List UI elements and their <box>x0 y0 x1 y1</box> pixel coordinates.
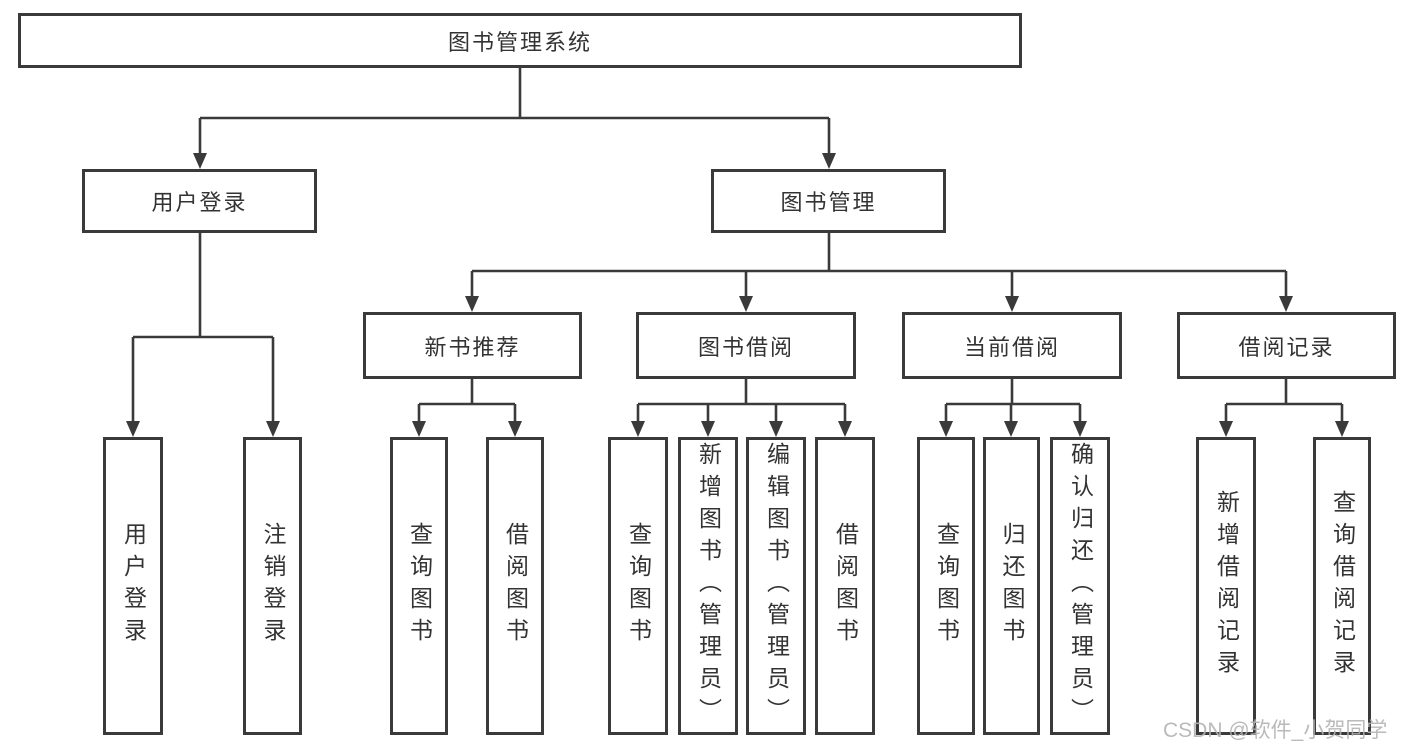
leaf-label: 编辑图书（管理员） <box>763 442 790 730</box>
node-borrow-records: 借阅记录 <box>1177 312 1396 379</box>
leaf-label: 借阅图书 <box>832 522 859 650</box>
node-user-login: 用户登录 <box>82 169 317 233</box>
leaf-query-books-current: 查询图书 <box>917 437 975 735</box>
leaf-label: 注销登录 <box>260 522 286 650</box>
leaf-borrow-books: 借阅图书 <box>815 437 875 735</box>
leaf-label: 查询借阅记录 <box>1329 490 1356 682</box>
connector-book-management-to-level2 <box>465 233 1293 312</box>
node-new-book-recommend: 新书推荐 <box>363 312 582 379</box>
connector-borrow-records-to-leaves <box>1219 379 1349 437</box>
node-book-management: 图书管理 <box>711 169 946 233</box>
leaf-user-login: 用户登录 <box>103 437 163 735</box>
leaf-return-books: 归还图书 <box>983 437 1040 735</box>
node-current-borrow: 当前借阅 <box>902 312 1122 379</box>
leaf-query-borrow-record: 查询借阅记录 <box>1313 437 1371 735</box>
node-root-system: 图书管理系统 <box>18 13 1022 68</box>
leaf-label: 确认归还（管理员） <box>1067 442 1094 730</box>
connector-root-to-level1 <box>193 68 836 169</box>
node-label: 用户登录 <box>151 190 248 215</box>
node-label: 新书推荐 <box>424 334 521 360</box>
leaf-query-books-borrow: 查询图书 <box>608 437 668 735</box>
node-label: 图书管理系统 <box>447 29 592 55</box>
csdn-watermark: CSDN @软件_小贺同学 <box>1163 719 1388 742</box>
connector-user-login-to-leaves <box>126 233 280 437</box>
node-book-borrow: 图书借阅 <box>636 312 856 379</box>
leaf-label: 查询图书 <box>625 522 652 650</box>
leaf-logout: 注销登录 <box>243 437 302 735</box>
leaf-label: 查询图书 <box>406 522 433 650</box>
node-label: 图书借阅 <box>697 334 794 360</box>
leaf-query-books-recommend: 查询图书 <box>390 437 448 735</box>
leaf-add-borrow-record: 新增借阅记录 <box>1196 437 1256 735</box>
leaf-label: 查询图书 <box>933 522 960 650</box>
leaf-add-books-admin: 新增图书（管理员） <box>678 437 738 735</box>
node-label: 借阅记录 <box>1238 334 1335 360</box>
leaf-confirm-return-admin: 确认归还（管理员） <box>1050 437 1110 735</box>
leaf-label: 归还图书 <box>999 522 1025 650</box>
connector-current-borrow-to-leaves <box>939 379 1087 437</box>
leaf-label: 借阅图书 <box>502 522 529 650</box>
leaf-edit-books-admin: 编辑图书（管理员） <box>746 437 806 735</box>
leaf-label: 新增图书（管理员） <box>695 442 722 730</box>
connector-new-books-to-leaves <box>412 379 522 437</box>
leaf-label: 新增借阅记录 <box>1213 490 1240 682</box>
leaf-label: 用户登录 <box>120 522 147 650</box>
leaf-borrow-books-recommend: 借阅图书 <box>486 437 544 735</box>
connector-book-borrow-to-leaves <box>631 379 852 437</box>
node-label: 图书管理 <box>780 190 877 215</box>
node-label: 当前借阅 <box>963 334 1060 360</box>
